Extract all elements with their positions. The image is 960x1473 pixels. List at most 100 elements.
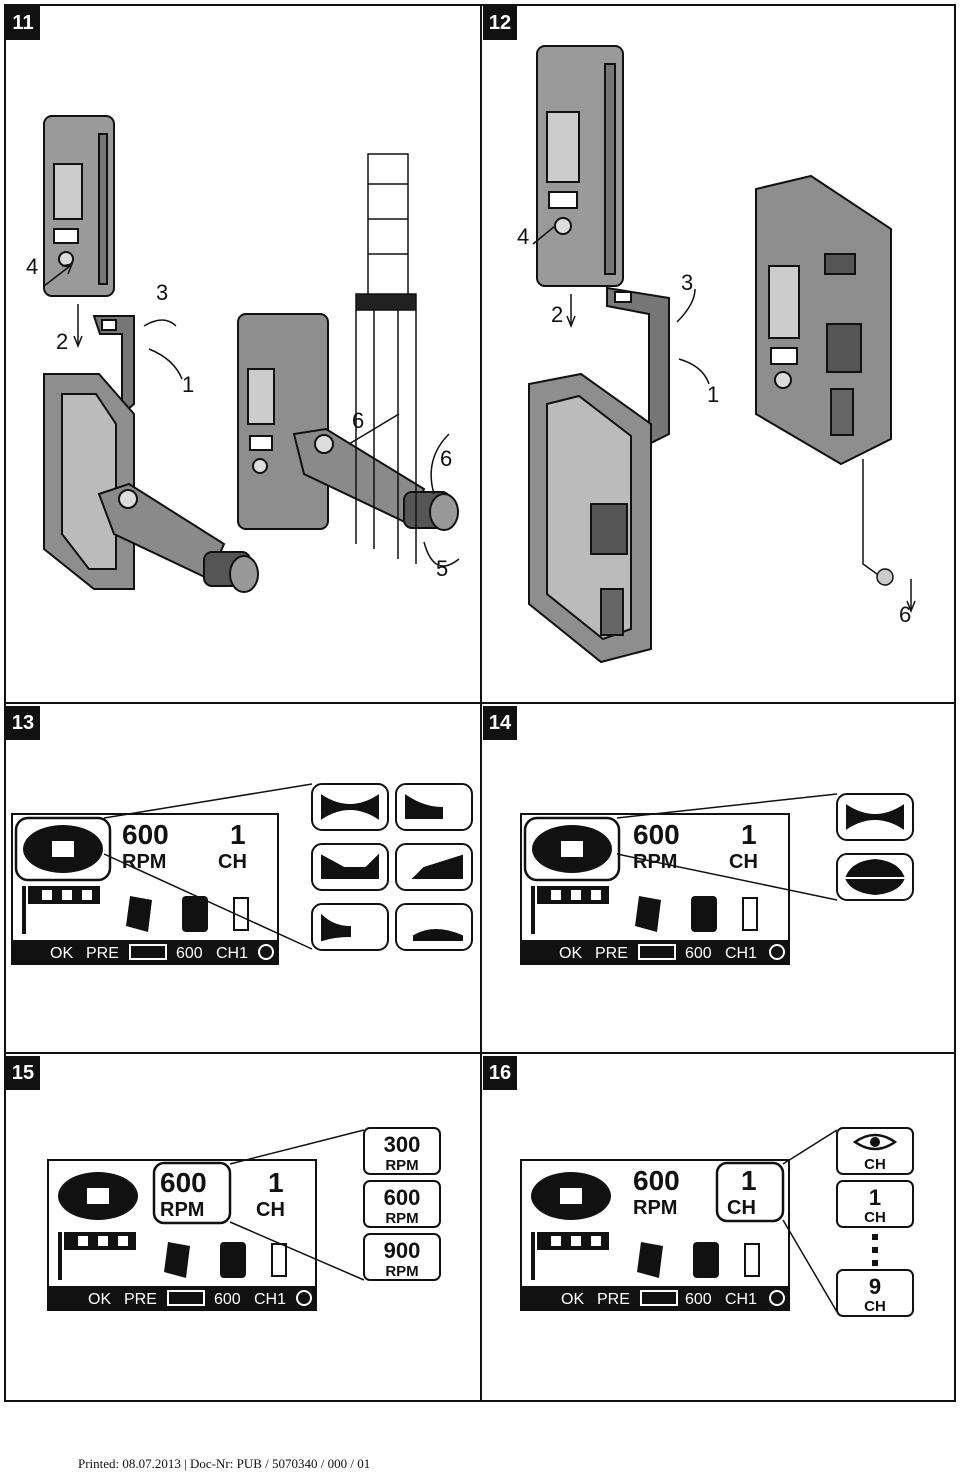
speed-options: 300 RPM 600 RPM 900 RPM (363, 1127, 441, 1281)
ellipsis-dots-icon (872, 1234, 878, 1266)
lcd-display: 600 RPM 1 CH OK PRE 600 CH1 (520, 1159, 790, 1311)
figure-number-badge: 12 (483, 6, 517, 40)
laser-tilt-icon (637, 1242, 663, 1278)
receiver-on-staff (237, 313, 459, 531)
callout-label: 1 (707, 382, 719, 407)
figure-11-illustration: 4 2 3 1 6 6 5 (26, 115, 460, 593)
mode-crosshair-icon (845, 858, 905, 896)
speed-unit: RPM (160, 1199, 204, 1221)
callout-label: 2 (551, 302, 563, 327)
figure-number-badge: 14 (483, 706, 517, 740)
callout-label: 2 (56, 329, 68, 354)
speed-value: 600 (633, 1165, 680, 1196)
figure-15: 15 600 RPM 1 CH OK PRE 600 (4, 1054, 480, 1402)
channel-unit: CH (729, 851, 758, 873)
channel-unit: CH (218, 851, 247, 873)
speed-option-value: 900 (384, 1238, 421, 1263)
mode-right-icon (411, 854, 463, 879)
status-ok: OK (50, 945, 73, 962)
channel-value: 1 (741, 1165, 757, 1196)
status-speed: 600 (176, 945, 203, 962)
status-speed: 600 (685, 1291, 712, 1308)
power-icon (296, 1290, 312, 1306)
receiver-holder-frame (528, 372, 652, 664)
laser-upright-icon (691, 896, 717, 932)
callout-label: 1 (182, 372, 194, 397)
figure-number-badge: 16 (483, 1056, 517, 1090)
laser-receiver-device (43, 115, 115, 297)
laser-tilt-icon (126, 896, 152, 932)
status-pre: PRE (597, 1291, 630, 1308)
laser-upright-icon (693, 1242, 719, 1278)
status-pre: PRE (595, 945, 628, 962)
figure-11: 11 (4, 4, 480, 702)
callout-label: 6 (352, 408, 364, 433)
speed-value: 600 (160, 1167, 207, 1198)
channel-option-value: 1 (869, 1185, 881, 1210)
callout-label: 6 (440, 446, 452, 471)
lcd-display: 600 RPM 1 CH OK PRE 600 CH1 (520, 813, 790, 965)
print-footer: Printed: 08.07.2013 | Doc-Nr: PUB / 5070… (78, 1456, 371, 1471)
level-bar-icon (531, 886, 609, 934)
channel-value: 1 (268, 1167, 284, 1198)
speed-highlight-box (152, 1161, 232, 1225)
figure-14: 14 600 RPM 1 CH OK PRE 600 (481, 704, 956, 1052)
status-ok: OK (561, 1291, 584, 1308)
laser-upright-icon (220, 1242, 246, 1278)
channel-unit: CH (727, 1197, 756, 1219)
channel-value: 1 (741, 819, 757, 850)
callout-label: 3 (156, 280, 168, 305)
figure-12-illustration: 4 2 3 1 6 (517, 45, 916, 664)
figure-13-lcd-detection-modes: 600 RPM 1 CH OK PRE 600 CH1 (11, 783, 473, 965)
status-speed: 600 (685, 945, 712, 962)
power-icon (769, 944, 785, 960)
channel-option-unit: CH (864, 1156, 886, 1173)
status-channel: CH1 (216, 945, 248, 962)
figure-15-lcd-rotation-speed: 600 RPM 1 CH OK PRE 600 CH1 (47, 1127, 441, 1311)
speed-option-value: 300 (384, 1132, 421, 1157)
callout-label: 6 (899, 602, 911, 627)
status-channel: CH1 (254, 1291, 286, 1308)
lcd-display: 600 RPM 1 CH OK PRE 600 CH1 (47, 1159, 317, 1311)
figure-number-badge: 15 (6, 1056, 40, 1090)
status-ok: OK (559, 945, 582, 962)
status-pre: PRE (124, 1291, 157, 1308)
power-icon (769, 1290, 785, 1306)
status-ok: OK (88, 1291, 111, 1308)
level-bar-icon (58, 1232, 136, 1280)
speed-unit: RPM (122, 851, 166, 873)
signal-icon (742, 897, 758, 931)
battery-icon (638, 944, 676, 960)
receiver-in-holder (755, 174, 892, 466)
speed-option-value: 600 (384, 1185, 421, 1210)
figure-12: 12 (481, 4, 956, 702)
figure-number-badge: 13 (6, 706, 40, 740)
speed-option-unit: RPM (385, 1263, 418, 1280)
status-speed: 600 (214, 1291, 241, 1308)
channel-unit: CH (256, 1199, 285, 1221)
mode-bottom-icon (413, 929, 463, 941)
signal-icon (271, 1243, 287, 1277)
mode-center-icon (321, 853, 379, 879)
signal-icon (744, 1243, 760, 1277)
row-divider-2 (4, 1052, 956, 1054)
channel-option-unit: CH (864, 1298, 886, 1315)
channel-value: 1 (230, 819, 246, 850)
speed-unit: RPM (633, 1197, 677, 1219)
status-pre: PRE (86, 945, 119, 962)
figure-13: 13 600 RPM 1 CH OK PRE 600 (4, 704, 480, 1052)
battery-icon (129, 944, 167, 960)
indicator-mode-options (836, 793, 914, 901)
callout-numbers: 4 2 3 1 6 6 5 (26, 254, 452, 581)
channel-option-value: 9 (869, 1274, 881, 1299)
laser-tilt-icon (635, 896, 661, 932)
channel-options: CH 1 CH 9 CH (836, 1127, 914, 1317)
status-channel: CH1 (725, 945, 757, 962)
figure-16: 16 600 RPM 1 CH OK PRE 600 (481, 1054, 956, 1402)
laser-upright-icon (182, 896, 208, 932)
mode-left-half-icon (321, 913, 351, 942)
motion-arrows (532, 225, 916, 614)
figure-14-lcd-indicator-modes: 600 RPM 1 CH OK PRE 600 CH1 (520, 793, 914, 965)
figure-16-lcd-channel-select: 600 RPM 1 CH OK PRE 600 CH1 (520, 1127, 914, 1317)
levelling-staff (355, 153, 417, 564)
